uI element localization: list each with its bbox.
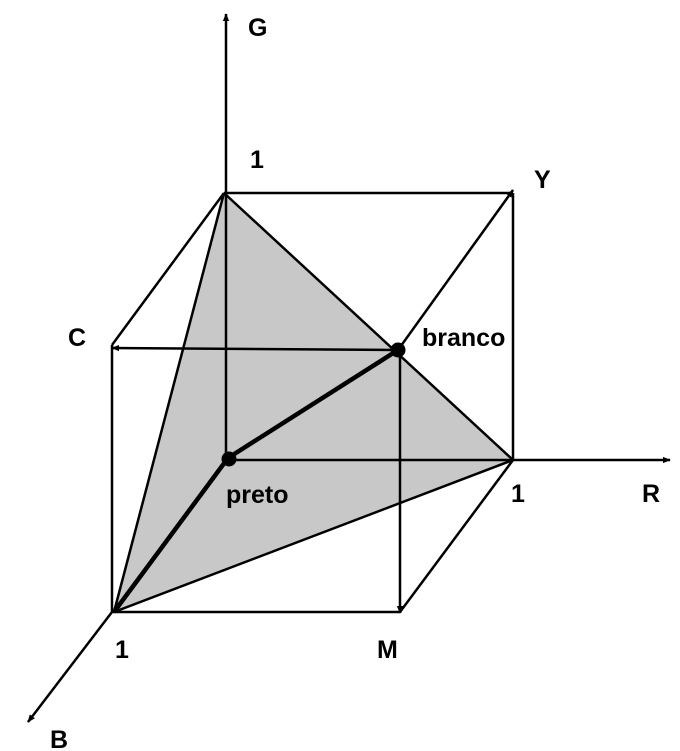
triangle-edge-g-to-r <box>223 192 514 461</box>
triangle-edge-g-to-b <box>112 192 226 613</box>
r-axis-label: R <box>642 480 660 508</box>
yellow-label: Y <box>534 166 551 194</box>
magenta-label: M <box>377 636 398 664</box>
cyan-label: C <box>68 324 86 352</box>
g-axis-label: G <box>248 14 267 42</box>
r-one-label: 1 <box>511 480 525 508</box>
white-point <box>390 342 406 358</box>
black-point <box>221 451 237 467</box>
black-to-white-line <box>226 348 400 460</box>
white-to-cyan-arrow <box>111 344 399 352</box>
edge-g-to-cyan <box>110 192 226 346</box>
b-axis-extension <box>27 611 113 723</box>
triangle-edge-b-to-r <box>113 458 514 614</box>
black-label: preto <box>226 481 289 509</box>
white-label: branco <box>422 324 505 352</box>
b-axis-black-to-b <box>112 456 230 614</box>
g-one-label: 1 <box>250 146 264 174</box>
b-axis-label: B <box>50 726 68 751</box>
edge-magenta-to-r <box>398 459 515 613</box>
white-to-yellow-arrow <box>396 189 515 351</box>
b-one-label: 1 <box>115 636 129 664</box>
